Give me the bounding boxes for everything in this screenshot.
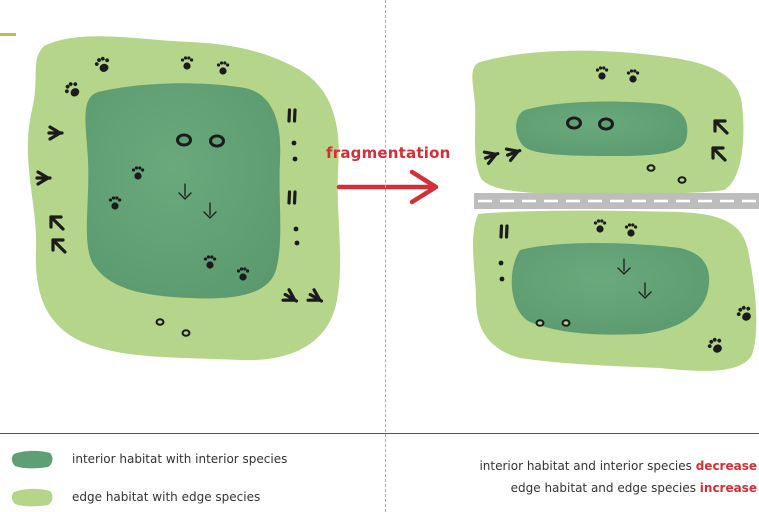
hoof-track-icon — [209, 135, 225, 148]
hoof-track-icon — [176, 134, 192, 147]
edge-habitat-swatch — [10, 487, 54, 507]
summary-interior-text: interior habitat and interior species — [479, 459, 695, 473]
dot-track-icon — [292, 141, 297, 146]
summary-increase-word: increase — [700, 481, 757, 495]
legend-label-interior: interior habitat with interior species — [72, 452, 287, 466]
legend-divider — [0, 433, 759, 434]
hoof-track-icon — [566, 117, 582, 130]
panel-divider — [385, 0, 386, 512]
summary-interior-decrease: interior habitat and interior species de… — [479, 459, 757, 473]
fragmented-habitat-top — [472, 51, 743, 194]
summary-edge-increase: edge habitat and edge species increase — [511, 481, 757, 495]
dot-track-icon — [500, 277, 505, 282]
hoof-track-icon — [647, 164, 656, 172]
hoof-track-icon — [536, 319, 545, 327]
summary-edge-text: edge habitat and edge species — [511, 481, 700, 495]
fragmentation-label: fragmentation — [326, 144, 450, 162]
interior-habitat-left — [85, 83, 280, 298]
unfragmented-habitat — [28, 36, 340, 360]
fragmented-habitat-bottom — [473, 211, 756, 371]
legend-item-interior: interior habitat with interior species — [10, 447, 287, 471]
dot-track-icon — [499, 261, 504, 266]
legend-label-edge: edge habitat with edge species — [72, 490, 260, 504]
hoof-track-icon — [562, 319, 571, 327]
hoof-track-icon — [156, 318, 165, 326]
dot-track-icon — [294, 227, 299, 232]
hoof-track-icon — [678, 176, 687, 184]
summary-decrease-word: decrease — [696, 459, 757, 473]
hoof-track-icon — [598, 118, 614, 131]
road — [474, 193, 759, 209]
hoof-track-icon — [182, 329, 191, 337]
interior-habitat-swatch — [10, 449, 54, 469]
fragmentation-arrow — [339, 172, 436, 202]
dot-track-icon — [293, 157, 298, 162]
legend-item-edge: edge habitat with edge species — [10, 485, 260, 509]
dot-track-icon — [295, 241, 300, 246]
